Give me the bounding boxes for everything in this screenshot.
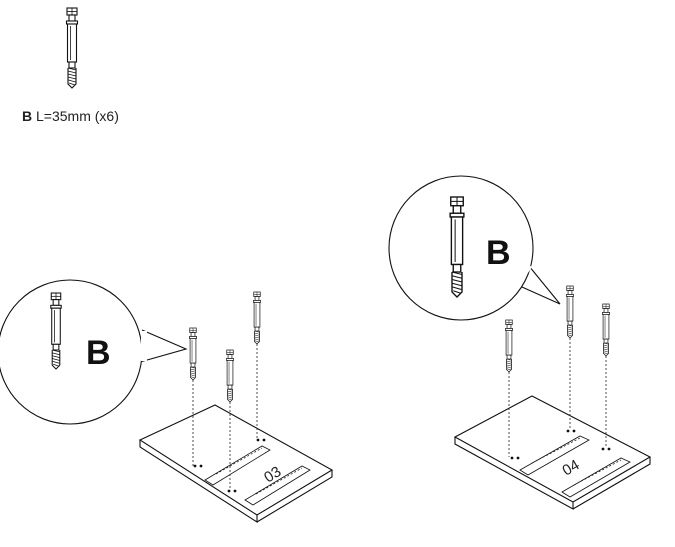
callout-letter-left: B (86, 334, 111, 372)
cam-bolt-icon-left-2 (226, 349, 234, 490)
panel-number-right: 04 (560, 456, 583, 479)
cam-bolt-icon-left-3 (253, 291, 261, 439)
magnifier-callout-icon-left: B (0, 279, 188, 425)
part-b-label: B L=35mm (x6) (22, 108, 119, 124)
step-left: B 03 (0, 279, 334, 524)
panel-icon-right: 04 (453, 395, 652, 510)
step-right: B 04 (388, 175, 652, 510)
cam-bolt-icon-right-2 (566, 285, 574, 430)
part-b-bolt-icon (65, 7, 79, 89)
panel-icon-left: 03 (138, 404, 334, 524)
part-spec: L=35mm (x6) (36, 108, 119, 124)
cam-bolt-icon-right-3 (602, 303, 610, 448)
panel-number-left: 03 (261, 463, 284, 486)
part-letter: B (22, 108, 33, 124)
callout-letter-right: B (486, 234, 511, 272)
magnifier-callout-icon-right: B (388, 175, 561, 321)
